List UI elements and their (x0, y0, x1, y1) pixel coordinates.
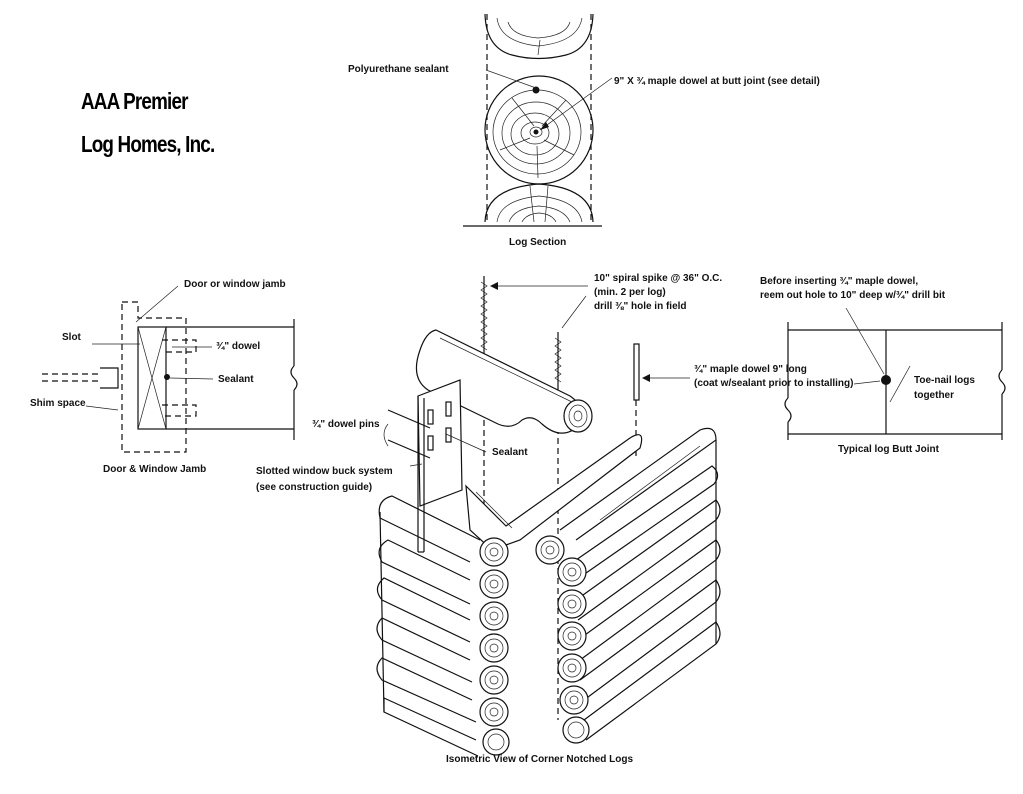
label-slot: Slot (62, 332, 81, 343)
label-spike-line1: 10" spiral spike @ 36" O.C. (594, 273, 723, 284)
label-window-buck-line2: (see construction guide) (256, 482, 373, 493)
label-maple-dowel-line1: ¾" maple dowel 9" long (694, 364, 807, 375)
label-butt-note-line2: reem out hole to 10" deep w/¾" drill bit (760, 290, 946, 301)
butt-joint-figure (784, 307, 1006, 440)
label-polyurethane-sealant: Polyurethane sealant (348, 64, 449, 75)
end-grains-right (535, 535, 590, 744)
isometric-figure (376, 276, 721, 757)
label-spike-line3: drill ⅜" hole in field (594, 301, 687, 312)
label-door-window-jamb: Door or window jamb (184, 279, 286, 290)
jamb-figure (42, 285, 298, 453)
label-sealant-jamb: Sealant (218, 374, 254, 385)
label-window-buck-line1: Slotted window buck system (256, 466, 393, 477)
label-toenail-line2: together (914, 390, 954, 401)
end-grains-left (479, 537, 510, 756)
caption-butt-joint: Typical log Butt Joint (838, 444, 939, 455)
label-spike-line2: (min. 2 per log) (594, 287, 666, 298)
label-shim-space: Shim space (30, 398, 86, 409)
log-section-figure (463, 13, 613, 227)
label-dowel-pins: ¾" dowel pins (312, 419, 380, 430)
label-maple-dowel-line2: (coat w/sealant prior to installing) (694, 378, 854, 389)
label-toenail-line1: Toe-nail logs (914, 375, 975, 386)
label-sealant-iso: Sealant (492, 447, 528, 458)
caption-log-section: Log Section (509, 237, 567, 248)
caption-isometric-view: Isometric View of Corner Notched Logs (446, 754, 634, 765)
company-name-line2: Log Homes, Inc. (81, 131, 215, 157)
label-maple-dowel-butt-joint: 9" X ¾ maple dowel at butt joint (see de… (614, 76, 820, 87)
company-name-line1: AAA Premier (81, 88, 188, 114)
label-dowel: ¾" dowel (216, 341, 261, 352)
label-butt-note-line1: Before inserting ¾" maple dowel, (760, 276, 919, 287)
caption-door-window-jamb: Door & Window Jamb (103, 464, 207, 475)
